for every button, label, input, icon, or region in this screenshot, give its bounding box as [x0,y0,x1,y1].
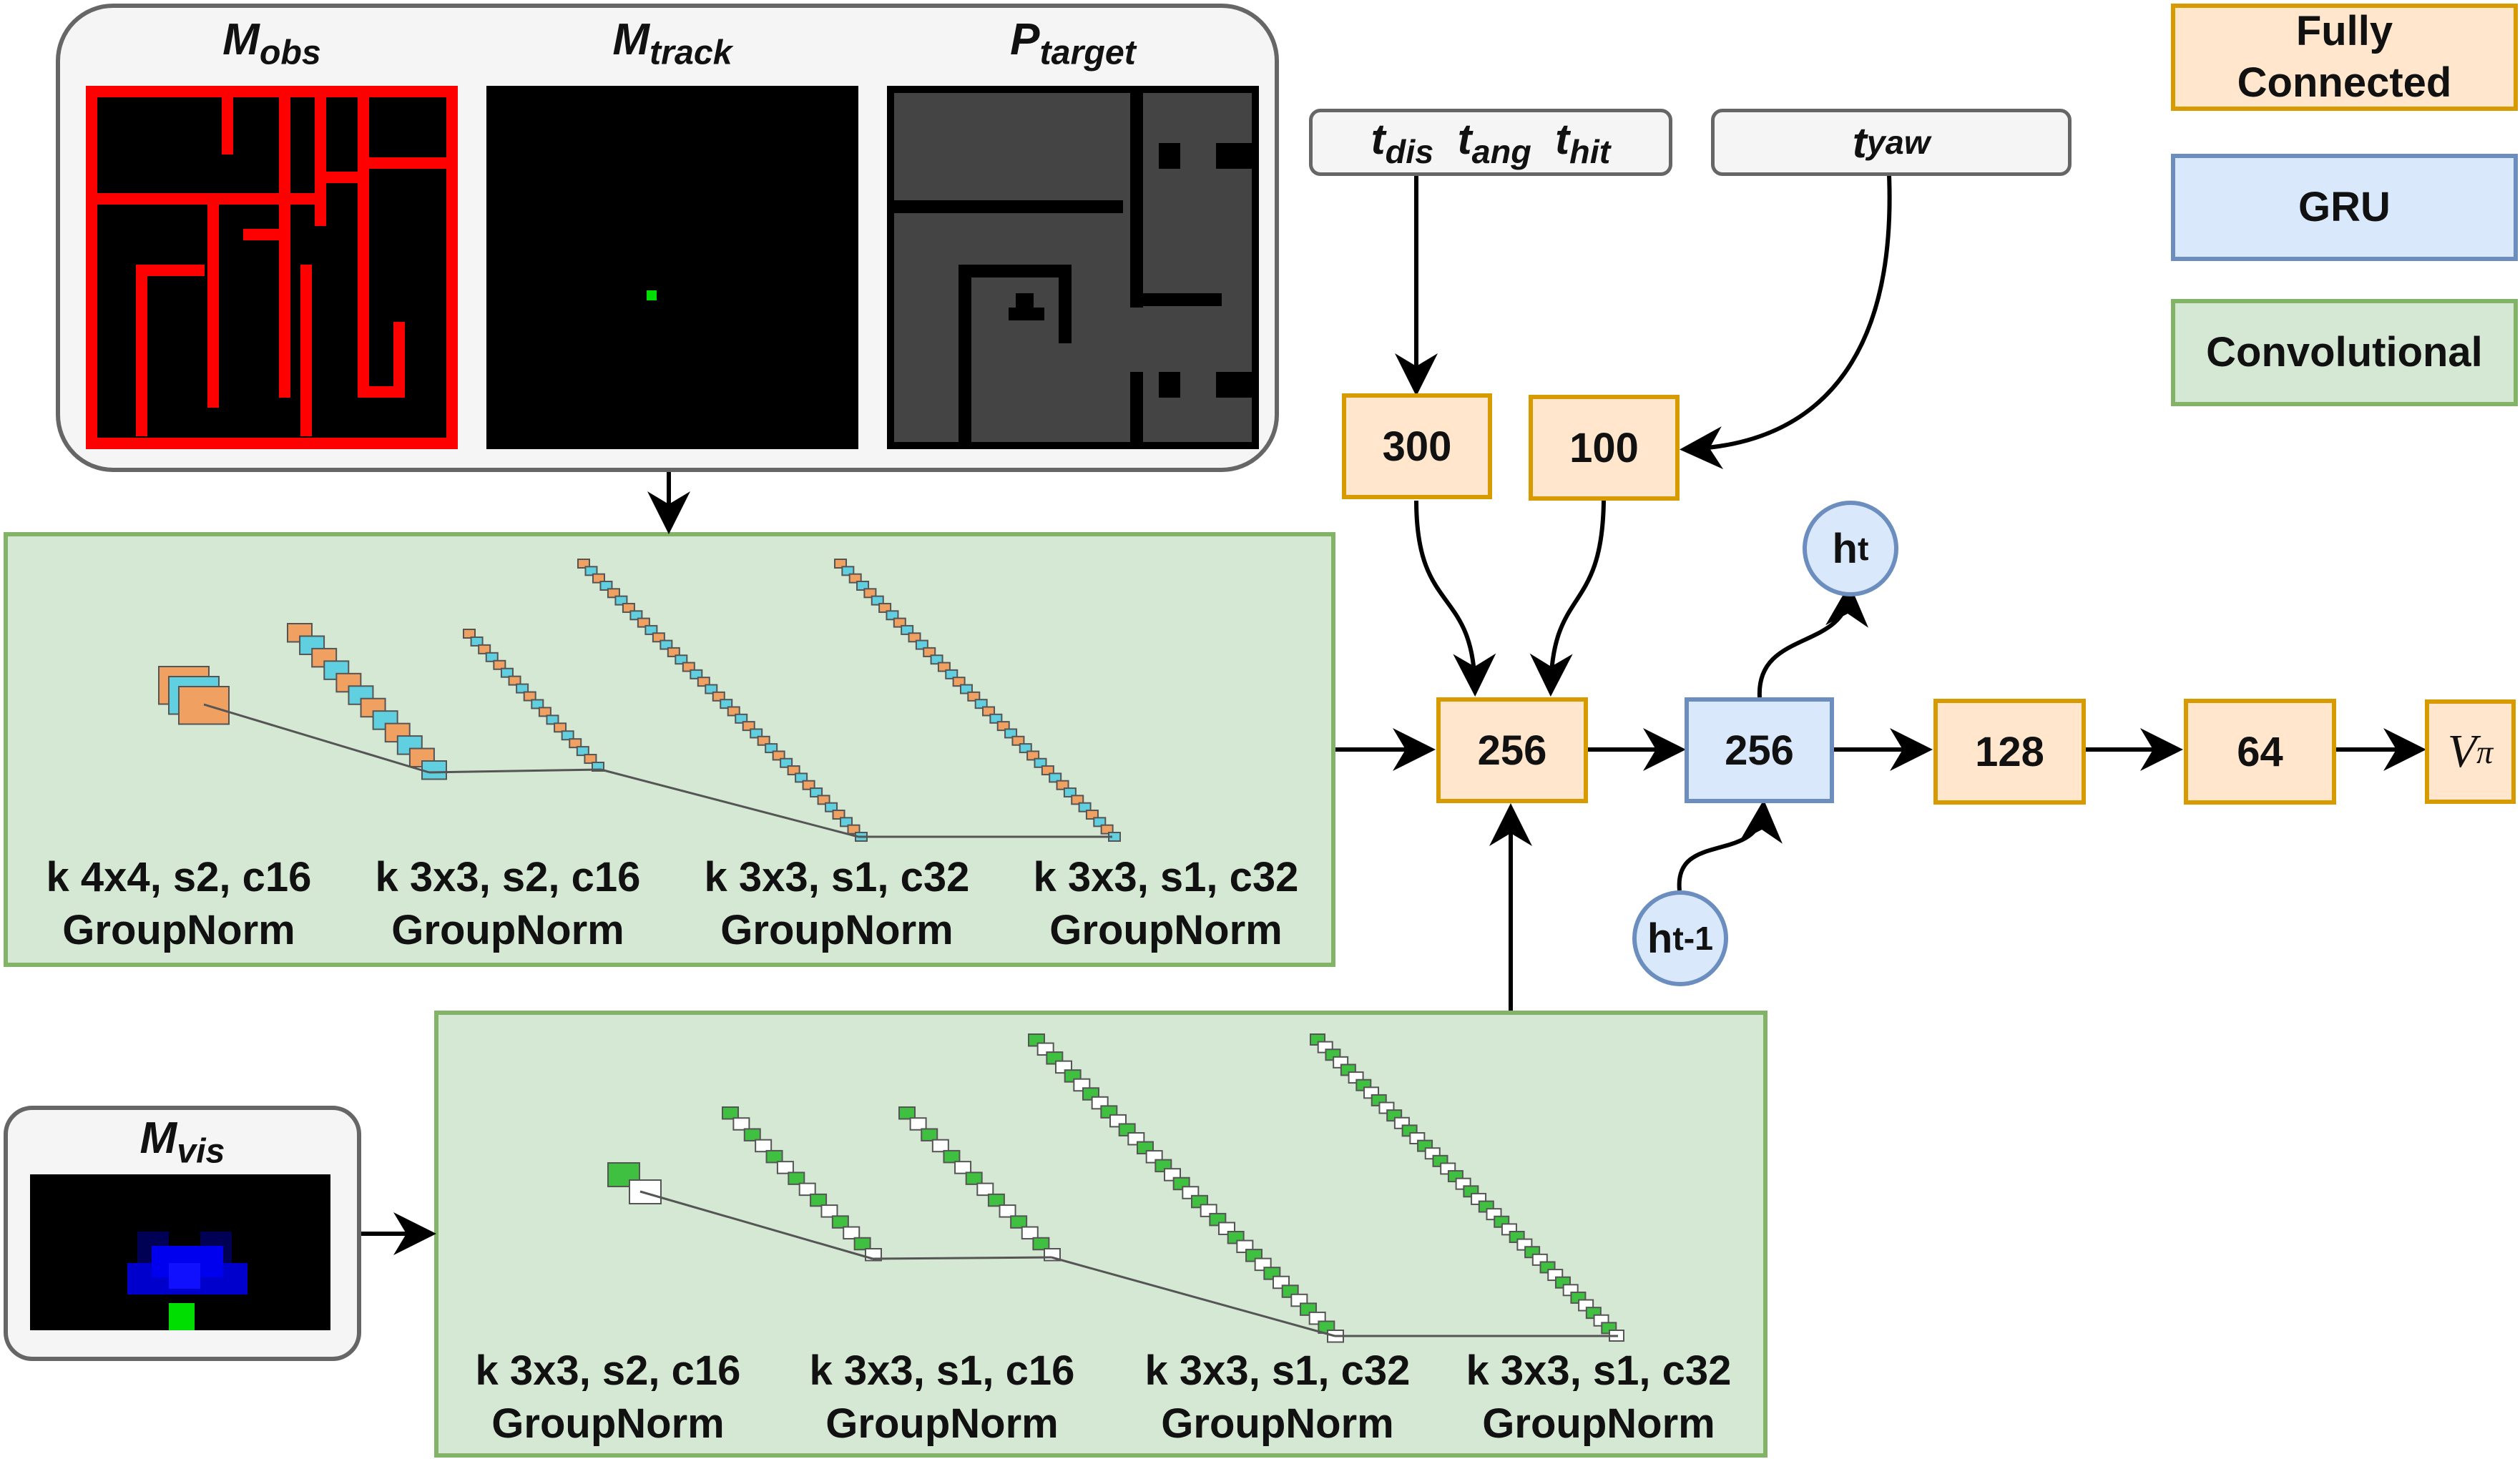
map-label-obs: Mobs [222,15,321,72]
map-label-track: Mtrack [612,15,732,72]
track-map-image [486,86,858,449]
map-label-target: Ptarget [1010,15,1136,72]
obstacle-map-image [86,86,458,449]
legend-gru: GRU [2171,154,2518,261]
arrow-tyaw-to-fc100 [1680,175,1892,470]
legend-fully-connected: Fully Connected [2171,4,2518,111]
fc-256-node: 256 [1436,697,1588,803]
arrow-fc300-to-fc256 [1414,500,1496,697]
fc-128-node: 128 [1933,699,2086,805]
fc-64-node: 64 [2184,699,2336,805]
map-label-vis: Mvis [139,1114,225,1171]
arrow-fc100-to-fc256 [1529,500,1606,697]
arrow-gru-to-ht [1757,584,1868,698]
input-t-dis-ang-hit: tdis tang thit [1309,109,1672,176]
fc-300-node: 300 [1342,393,1492,499]
legend-convolutional: Convolutional [2171,299,2518,406]
target-map-image [887,86,1259,449]
arrow-ht1-to-gru [1677,800,1783,891]
fc-100-node: 100 [1529,395,1680,501]
vis-map-image [30,1174,330,1330]
gru-256-node: 256 [1685,697,1834,803]
